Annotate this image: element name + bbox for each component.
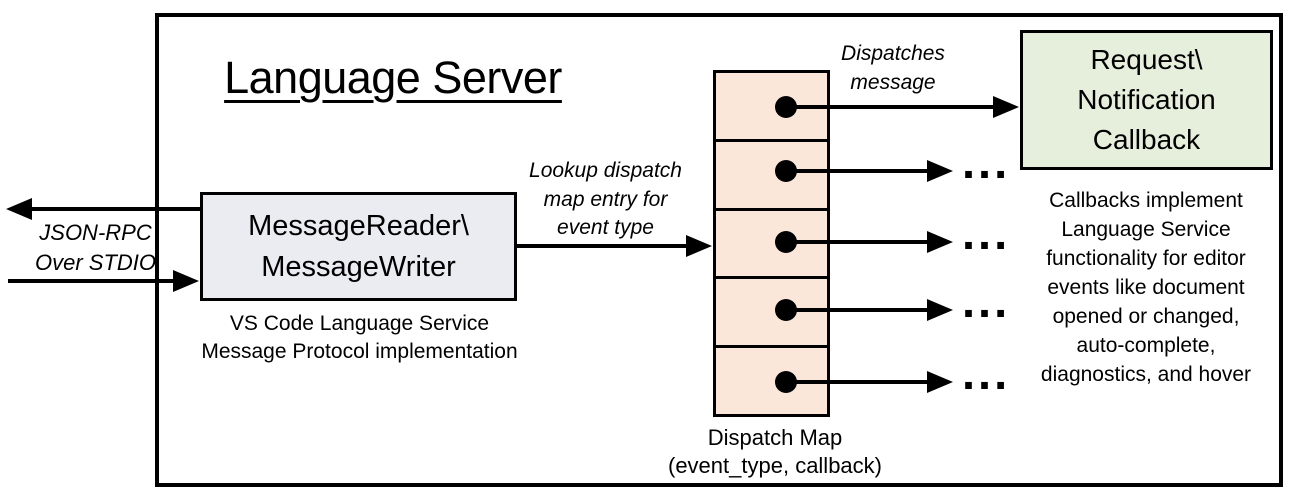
reader-box-line: MessageReader\ — [248, 209, 469, 242]
lookup-label-line: Lookup dispatch — [529, 159, 682, 182]
map-caption-line: Dispatch Map — [707, 425, 843, 450]
reader-box-line: MessageWriter — [261, 250, 456, 283]
callback-box-line: Notification — [1077, 83, 1216, 115]
request-notification-callback-box: Request\ Notification Callback — [1020, 30, 1273, 170]
json-rpc-label-line: JSON-RPC — [39, 220, 152, 245]
json-rpc-stdio-label: JSON-RPC Over STDIO — [18, 218, 173, 278]
lookup-label-line: event type — [557, 216, 654, 240]
lookup-dispatch-label: Lookup dispatch map entry for event type — [518, 157, 693, 243]
callbacks-note-line: opened or changed, — [1052, 304, 1240, 328]
callbacks-note-line: diagnostics, and hover — [1040, 362, 1252, 386]
dispatch-map-cell — [716, 276, 827, 346]
dispatch-map-caption: Dispatch Map (event_type, callback) — [630, 424, 920, 480]
dispatch-map-cell — [716, 207, 827, 277]
dispatches-message-label: Dispatches message — [828, 40, 958, 97]
lookup-label-line: map entry for — [543, 187, 668, 211]
dispatches-label-line: message — [850, 70, 936, 94]
message-reader-writer-box: MessageReader\ MessageWriter — [200, 192, 517, 301]
callback-box-line: Callback — [1092, 124, 1201, 156]
dispatch-map-cell — [716, 73, 827, 139]
dispatch-map-cell — [716, 138, 827, 208]
diagram-title: Language Server — [224, 52, 562, 103]
reader-caption-line: VS Code Language Service — [229, 312, 490, 335]
reader-box-caption: VS Code Language Service Message Protoco… — [187, 310, 532, 366]
callbacks-note: Callbacks implement Language Service fun… — [1016, 187, 1276, 390]
map-caption-line: (event_type, callback) — [668, 453, 882, 479]
reader-caption-line: Message Protocol implementation — [201, 339, 518, 363]
callbacks-note-line: Callbacks implement — [1049, 189, 1243, 212]
callback-box-line: Request\ — [1090, 43, 1203, 75]
dispatch-map — [713, 70, 830, 417]
dispatches-label-line: Dispatches — [841, 42, 945, 65]
callbacks-note-line: auto-complete, — [1076, 333, 1216, 357]
dispatch-map-cell — [716, 345, 827, 414]
callbacks-note-line: functionality for editor — [1046, 246, 1246, 270]
json-rpc-label-line: Over STDIO — [34, 249, 156, 275]
callbacks-note-line: Language Service — [1061, 217, 1231, 241]
callbacks-note-line: events like document — [1047, 275, 1245, 299]
